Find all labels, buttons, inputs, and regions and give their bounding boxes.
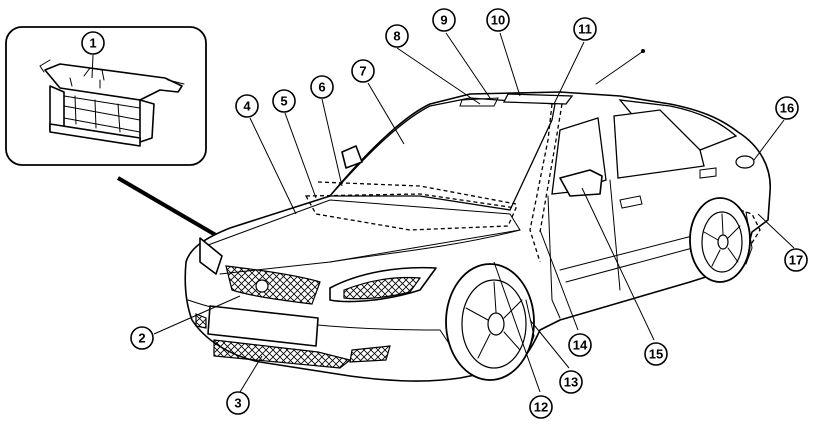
callout-6: 6 <box>310 75 334 99</box>
car-illustration <box>184 49 771 382</box>
emblem <box>255 279 269 293</box>
hood <box>199 199 521 275</box>
svg-text:1: 1 <box>89 36 96 51</box>
fog-light-right <box>349 345 391 363</box>
antenna <box>595 51 643 85</box>
svg-text:6: 6 <box>318 80 325 95</box>
callout-10: 10 <box>486 8 510 32</box>
fog-light-left <box>195 313 207 329</box>
svg-text:11: 11 <box>578 22 592 37</box>
callout-4: 4 <box>235 94 259 118</box>
front-door-outline <box>547 195 561 319</box>
callout-15: 15 <box>644 342 668 366</box>
svg-text:17: 17 <box>789 253 803 268</box>
radiator-support-illustration <box>39 59 185 147</box>
svg-text:14: 14 <box>573 338 588 353</box>
license-plate-area <box>207 305 319 347</box>
svg-text:16: 16 <box>780 101 794 116</box>
svg-text:10: 10 <box>491 13 505 28</box>
callout-1: 1 <box>81 31 105 55</box>
svg-text:13: 13 <box>564 375 578 390</box>
callout-2: 2 <box>130 326 154 350</box>
callout-11: 11 <box>573 17 597 41</box>
fuel-lid <box>735 155 755 169</box>
left-headlight <box>199 237 223 275</box>
front-grille <box>225 265 321 305</box>
rear-mud-guard <box>745 211 753 265</box>
callout-7: 7 <box>351 59 375 83</box>
svg-text:3: 3 <box>234 396 241 411</box>
sunroof <box>502 93 574 105</box>
rear-bumper-dashed <box>739 209 761 247</box>
roof-rail <box>459 97 499 107</box>
svg-text:7: 7 <box>359 64 366 79</box>
callout-8: 8 <box>385 24 409 48</box>
svg-text:12: 12 <box>534 400 548 415</box>
svg-text:4: 4 <box>243 99 251 114</box>
rear-wheel <box>689 197 751 283</box>
rear-door-window <box>613 109 705 179</box>
callout-17: 17 <box>784 248 808 272</box>
front-wheel <box>445 263 535 381</box>
callout-9: 9 <box>432 8 456 32</box>
svg-text:15: 15 <box>649 347 663 362</box>
callout-12: 12 <box>529 395 553 419</box>
svg-text:5: 5 <box>280 94 287 109</box>
callout-14: 14 <box>568 333 592 357</box>
leader-lines <box>91 32 795 393</box>
callout-13: 13 <box>559 370 583 394</box>
svg-text:9: 9 <box>440 13 447 28</box>
callout-16: 16 <box>775 96 799 120</box>
callout-markers: 1 2 3 4 5 6 7 8 9 10 11 12 13 14 15 16 1… <box>81 8 808 419</box>
door-mirror <box>559 169 603 197</box>
windshield <box>328 97 556 211</box>
lower-grille <box>213 339 352 369</box>
callout-3: 3 <box>226 391 250 415</box>
hood-insulator-dashed <box>304 193 517 231</box>
callout-5: 5 <box>272 89 296 113</box>
svg-text:8: 8 <box>393 29 400 44</box>
front-mud-guard <box>525 299 535 353</box>
inset-panel <box>5 26 207 166</box>
svg-text:2: 2 <box>138 331 145 346</box>
left-mirror <box>341 145 363 169</box>
